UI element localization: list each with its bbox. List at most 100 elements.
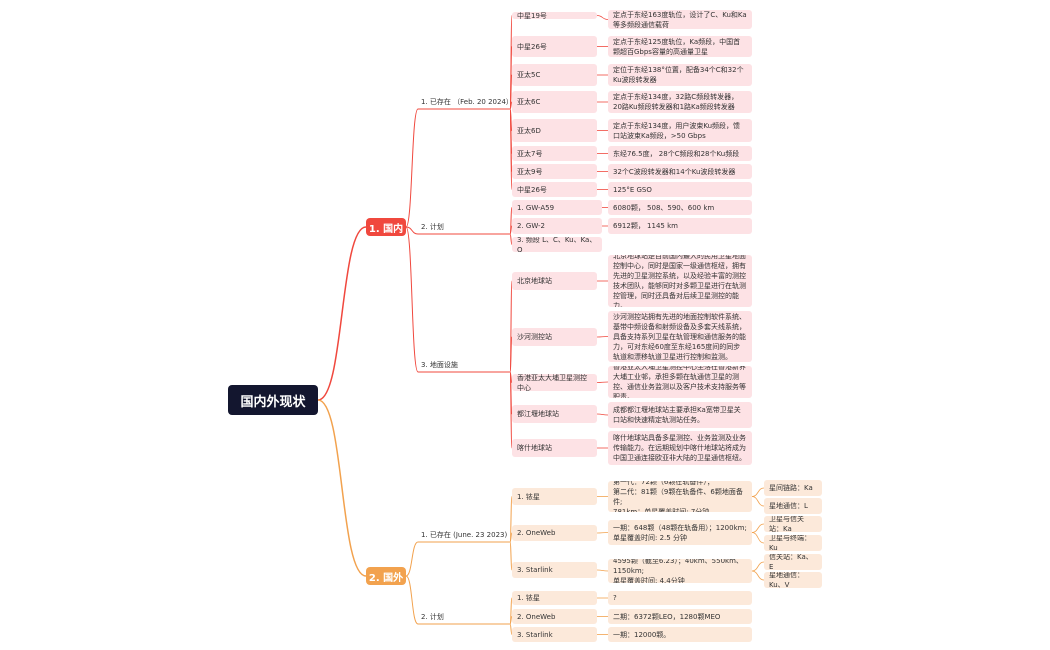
domestic-existing-node[interactable]: 1. 已存在 （Feb. 20 2024） <box>421 98 513 106</box>
foreign-existing-node[interactable]: 1. 已存在 (June. 23 2023) <box>421 531 508 539</box>
ground-station-desc[interactable]: 香港亚太大埔卫星测控中心坐落在香港新界大埔工业邨，承担多颗在轨通信卫星的测控、通… <box>608 366 752 398</box>
satellite-node[interactable]: 中星26号 <box>512 182 597 197</box>
constellation-node[interactable]: 1. 铱星 <box>512 488 597 505</box>
ground-station-node-text: 沙河测控站 <box>517 333 552 341</box>
ground-station-node[interactable]: 沙河测控站 <box>512 328 597 346</box>
plan-desc[interactable]: 一期：12000颗。 <box>608 627 752 642</box>
satellite-node[interactable]: 亚太9号 <box>512 164 597 179</box>
satellite-node[interactable]: 亚太6C <box>512 91 597 113</box>
satellite-node-text: 亚太5C <box>517 71 541 79</box>
domestic-plan-node[interactable]: 2. 计划 <box>421 223 444 231</box>
plan-node[interactable]: 2. OneWeb <box>512 609 597 624</box>
constellation-desc-text: 4595颗（截至6.23）；40km、550km、1150km; 单星覆盖时间:… <box>613 559 743 583</box>
connector <box>751 487 765 497</box>
plan-desc[interactable]: ? <box>608 591 752 605</box>
constellation-node[interactable]: 3. Starlink <box>512 562 597 578</box>
ground-station-node[interactable]: 喀什地球站 <box>512 439 597 457</box>
ground-station-node-text: 香港亚太大埔卫星测控中心 <box>517 374 587 391</box>
ground-station-desc[interactable]: 喀什地球站具备多星测控、业务监测及业务传输能力。在远期规划中喀什地球站将成为中国… <box>608 431 752 465</box>
satellite-desc[interactable]: 定点于东经163度轨位，设计了C、Ku和Ka等多频段通信载荷 <box>608 10 752 29</box>
plan-node-text: 2. GW-2 <box>517 222 545 230</box>
plan-node[interactable]: 3. Starlink <box>512 627 597 642</box>
domestic-facilities-node[interactable]: 3. 地面设施 <box>421 361 458 369</box>
foreign-plan-node[interactable]: 2. 计划 <box>421 613 444 621</box>
domestic-node[interactable]: 1. 国内 <box>366 218 406 236</box>
ground-station-node[interactable]: 香港亚太大埔卫星测控中心 <box>512 374 597 391</box>
satellite-desc-text: 东经76.5度， 28个C频段和28个Ku频段 <box>613 149 740 158</box>
ground-station-desc[interactable]: 北京地球站是目前国内最大的民用卫星地面控制中心，同时是国家一级通信枢纽，拥有先进… <box>608 255 752 307</box>
plan-desc-text: 一期：12000颗。 <box>613 630 671 639</box>
connector <box>751 523 765 533</box>
satellite-desc[interactable]: 定点于东经134度，用户波束Ku频段，馈口站波束Ka频段，>50 Gbps <box>608 119 752 142</box>
satellite-desc[interactable]: 定点于东经134度，32路C频段转发器，20路Ku频段转发器和1路Ka频段转发器 <box>608 91 752 113</box>
plan-desc[interactable]: 6080颗， 508、590、600 km <box>608 200 752 215</box>
plan-node[interactable]: 1. 铱星 <box>512 591 597 605</box>
link-band-node[interactable]: 星间链路：Ka <box>764 480 822 496</box>
constellation-desc[interactable]: 一期：648颗（48颗在轨备用）；1200km; 单星覆盖时间: 2.5 分钟 <box>608 520 752 545</box>
satellite-desc-text: 定点于东经163度轨位，设计了C、Ku和Ka等多频段通信载荷 <box>613 10 747 29</box>
ground-station-desc-text: 沙河测控站拥有先进的地面控制软件系统、基带中频设备和射频设备及多套天线系统，具备… <box>613 312 746 361</box>
plan-desc[interactable]: 6912颗， 1145 km <box>608 218 752 234</box>
ground-station-node-text: 都江堰地球站 <box>517 410 559 418</box>
connector <box>596 381 609 383</box>
plan-node-text: 1. 铱星 <box>517 594 540 602</box>
ground-station-desc-text: 喀什地球站具备多星测控、业务监测及业务传输能力。在远期规划中喀什地球站将成为中国… <box>613 434 746 462</box>
connector <box>596 336 609 338</box>
root-node[interactable]: 国内外现状 <box>228 385 318 415</box>
plan-node[interactable]: 1. GW-A59 <box>512 200 602 215</box>
ground-station-node[interactable]: 都江堰地球站 <box>512 405 597 423</box>
ground-station-desc[interactable]: 沙河测控站拥有先进的地面控制软件系统、基带中频设备和射频设备及多套天线系统，具备… <box>608 311 752 362</box>
satellite-node[interactable]: 中星19号 <box>512 12 597 19</box>
connector <box>317 399 367 577</box>
connector <box>596 15 609 20</box>
link-band-node-text: 卫星与终端：Ku <box>769 535 811 551</box>
connector <box>317 226 367 401</box>
connector <box>509 371 513 449</box>
connector <box>596 532 609 534</box>
foreign-node[interactable]: 2. 国外 <box>366 567 406 585</box>
link-band-node-text: 卫星与信关站：Ka <box>769 516 804 532</box>
connector <box>405 226 419 373</box>
plan-desc[interactable]: 二期：6372颗LEO，1280颗MEO <box>608 609 752 624</box>
plan-node[interactable]: 2. GW-2 <box>512 218 602 234</box>
link-band-node[interactable]: 卫星与终端：Ku <box>764 535 822 551</box>
satellite-desc[interactable]: 定位于东经138°位置，配备34个C和32个Ku波段转发器 <box>608 64 752 86</box>
ground-station-node-text: 喀什地球站 <box>517 444 552 452</box>
satellite-desc-text: 定点于东经134度，32路C频段转发器，20路Ku频段转发器和1路Ka频段转发器 <box>613 93 739 111</box>
constellation-node[interactable]: 2. OneWeb <box>512 525 597 541</box>
connector <box>509 336 513 373</box>
satellite-node[interactable]: 亚太5C <box>512 64 597 86</box>
constellation-node-text: 3. Starlink <box>517 566 553 574</box>
link-band-node[interactable]: 信关站：Ka、E <box>764 554 822 570</box>
ground-station-node[interactable]: 北京地球站 <box>512 272 597 290</box>
satellite-node[interactable]: 亚太6D <box>512 119 597 142</box>
ground-station-desc-text: 成都都江堰地球站主要承担Ka宽带卫星关口站和快速精定轨测站任务。 <box>613 406 741 424</box>
satellite-node-text: 中星19号 <box>517 12 547 19</box>
satellite-desc[interactable]: 125°E GSO <box>608 182 752 197</box>
satellite-node[interactable]: 中星26号 <box>512 36 597 57</box>
constellation-desc[interactable]: 4595颗（截至6.23）；40km、550km、1150km; 单星覆盖时间:… <box>608 559 752 583</box>
ground-station-node-text: 北京地球站 <box>517 277 552 285</box>
satellite-node-text: 亚太6D <box>517 126 541 135</box>
satellite-desc-text: 定位于东经138°位置，配备34个C和32个Ku波段转发器 <box>613 66 744 84</box>
plan-desc-text: 6080颗， 508、590、600 km <box>613 203 715 212</box>
satellite-desc[interactable]: 定点于东经125度轨位，Ka频段，中国首颗超百Gbps容量的高通量卫星 <box>608 36 752 57</box>
satellite-node[interactable]: 亚太7号 <box>512 146 597 161</box>
satellite-desc[interactable]: 东经76.5度， 28个C频段和28个Ku频段 <box>608 146 752 161</box>
plan-node[interactable]: 3. 频段 L、C、Ku、Ka、Q <box>512 237 602 252</box>
constellation-desc[interactable]: 第一代：72颗（6颗在轨备件）； 第二代：81颗（9颗在轨备件、6颗地面备件; … <box>608 481 752 512</box>
ground-station-desc-text: 香港亚太大埔卫星测控中心坐落在香港新界大埔工业邨，承担多颗在轨通信卫星的测控、通… <box>613 366 746 398</box>
satellite-desc-text: 定点于东经125度轨位，Ka频段，中国首颗超百Gbps容量的高通量卫星 <box>613 37 741 56</box>
ground-station-desc[interactable]: 成都都江堰地球站主要承担Ka宽带卫星关口站和快速精定轨测站任务。 <box>608 402 752 428</box>
satellite-node-text: 中星26号 <box>517 42 547 51</box>
link-band-node[interactable]: 卫星与信关站：Ka <box>764 516 822 532</box>
connector <box>405 108 419 228</box>
plan-desc-text: 二期：6372颗LEO，1280颗MEO <box>613 612 721 621</box>
satellite-desc[interactable]: 32个C波段转发器和14个Ku波段转发器 <box>608 164 752 179</box>
connector <box>509 108 513 190</box>
link-band-node[interactable]: 星地通信：L <box>764 498 822 514</box>
satellite-node-text: 亚太9号 <box>517 167 543 176</box>
satellite-node-text: 亚太6C <box>517 98 541 106</box>
link-band-node[interactable]: 星地通信：Ku、V <box>764 572 822 588</box>
plan-node-text: 3. Starlink <box>517 630 553 639</box>
